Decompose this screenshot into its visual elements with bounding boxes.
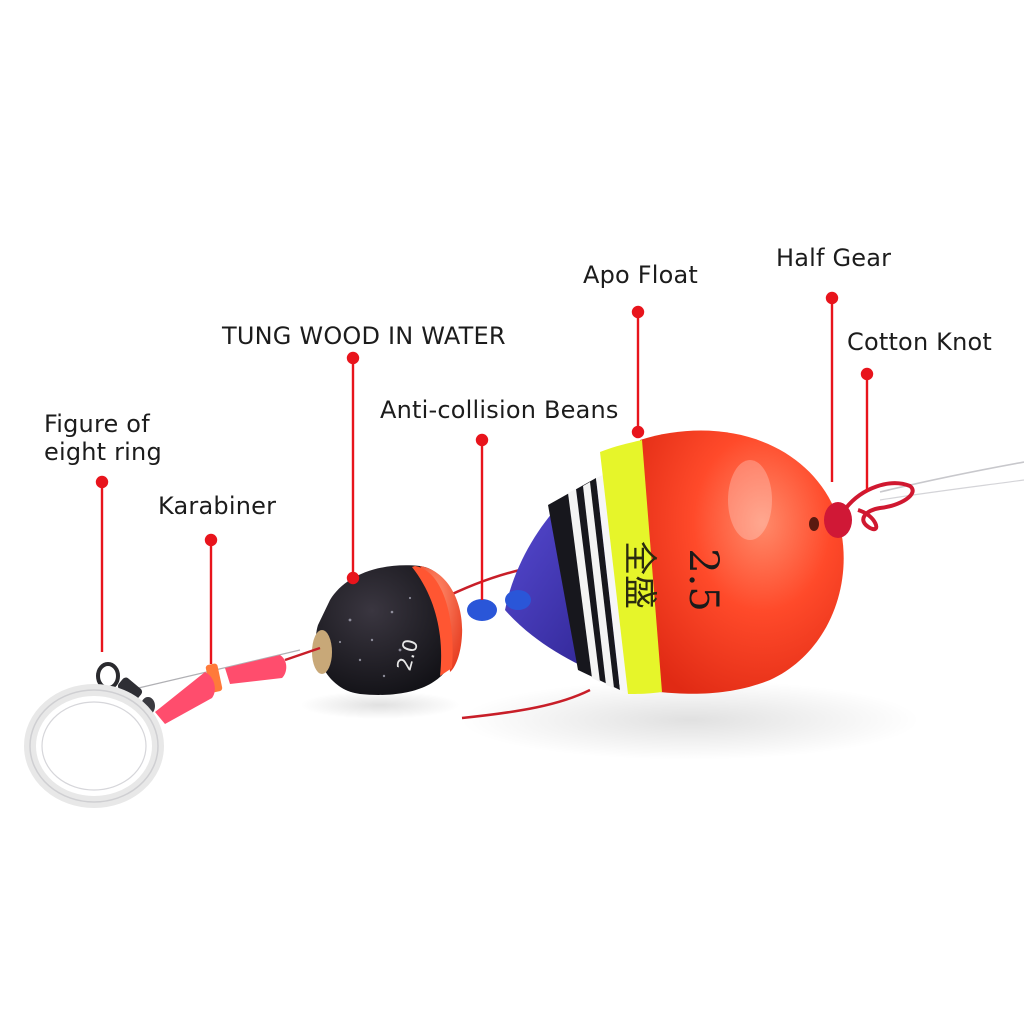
leader-dot-half-gear: [825, 291, 839, 305]
fishing-line-2: [879, 479, 1024, 501]
connector-line: [284, 646, 321, 662]
fishing-line: [879, 461, 1024, 493]
anti-collision-bean-1: [467, 599, 497, 621]
half-gear-bead: [824, 502, 852, 538]
float-yellow-band: [600, 440, 662, 694]
float-size-marking: 2.5: [680, 548, 726, 612]
small-float-black-body: [315, 565, 456, 695]
swivel-barrel: [117, 677, 143, 701]
leader-dot-cotton-knot: [860, 367, 874, 381]
float-orange-body: [640, 430, 844, 694]
figure-of-eight-ring-inner-edge: [41, 701, 147, 791]
small-float-shadow: [300, 691, 460, 719]
small-float-glitter: [338, 596, 412, 678]
label-cotton-knot: Cotton Knot: [847, 328, 993, 356]
cotton-knot: [844, 481, 915, 532]
label-anti-collision-beans: Anti-collision Beans: [380, 396, 619, 424]
float-highlight: [728, 460, 772, 540]
small-float-tail: [312, 630, 332, 674]
swivel-stopper-cone: [155, 672, 215, 724]
leader-dot-anti-collision-beans: [475, 433, 489, 447]
float-eyelet-hole: [809, 517, 819, 531]
label-apo-float: Apo Float: [583, 261, 699, 289]
small-float-red-cap-inner: [412, 566, 453, 676]
leader-dot-tung-wood: [346, 351, 360, 365]
float-white-stripe-2: [583, 482, 614, 688]
float-white-stripe-1: [568, 489, 600, 682]
red-cord: [461, 688, 591, 720]
leader-dot-karabiner: [204, 533, 218, 547]
float-white-band: [596, 474, 630, 694]
leader-dot-figure-of-eight-ring: [95, 475, 109, 489]
leader-dot-apo-float: [631, 305, 645, 319]
anti-collision-bean-2: [505, 590, 531, 610]
label-karabiner: Karabiner: [158, 492, 277, 520]
label-figure-of-eight-ring: Figure of eight ring: [44, 410, 162, 466]
leader-end-dot-tung-wood: [346, 571, 360, 585]
float-shadow: [460, 680, 920, 760]
label-tung-wood-in-water: TUNG WOOD IN WATER: [222, 322, 506, 350]
leader-lines: [95, 291, 874, 664]
karabiner-stopper-cone: [225, 655, 287, 684]
figure-of-eight-ring-edge: [29, 689, 159, 803]
label-half-gear: Half Gear: [776, 244, 892, 272]
float-brand-marking: 全盛: [619, 541, 659, 609]
leader-end-dot-apo-float: [631, 425, 645, 439]
